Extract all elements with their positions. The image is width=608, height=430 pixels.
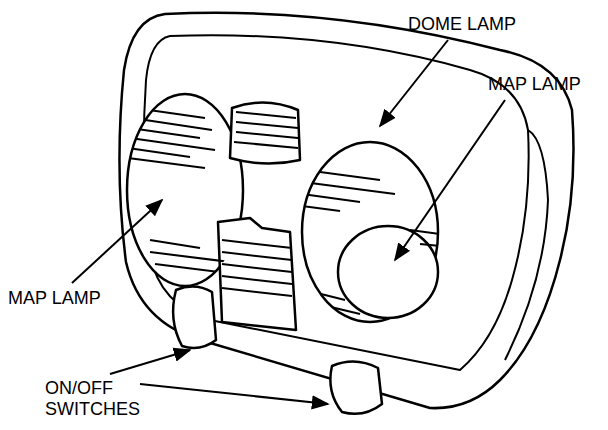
part-label: ON/OFF SWITCHES	[45, 378, 170, 420]
leader-line	[72, 200, 162, 283]
leader-line	[110, 350, 190, 374]
part-label: DOME LAMP	[408, 14, 568, 35]
housing-edge	[505, 130, 548, 360]
part-label: MAP LAMP	[488, 74, 603, 95]
dome-lens	[218, 218, 296, 330]
leader-line	[140, 384, 328, 404]
dome-lens	[230, 102, 300, 163]
switch	[330, 361, 382, 413]
leader-line	[380, 40, 448, 126]
map-lamp-bulb	[338, 226, 438, 318]
housing-outline	[119, 13, 573, 408]
switch	[173, 286, 216, 348]
hatching	[128, 108, 440, 314]
leader-line	[395, 100, 505, 260]
part-label: MAP LAMP	[8, 288, 123, 309]
